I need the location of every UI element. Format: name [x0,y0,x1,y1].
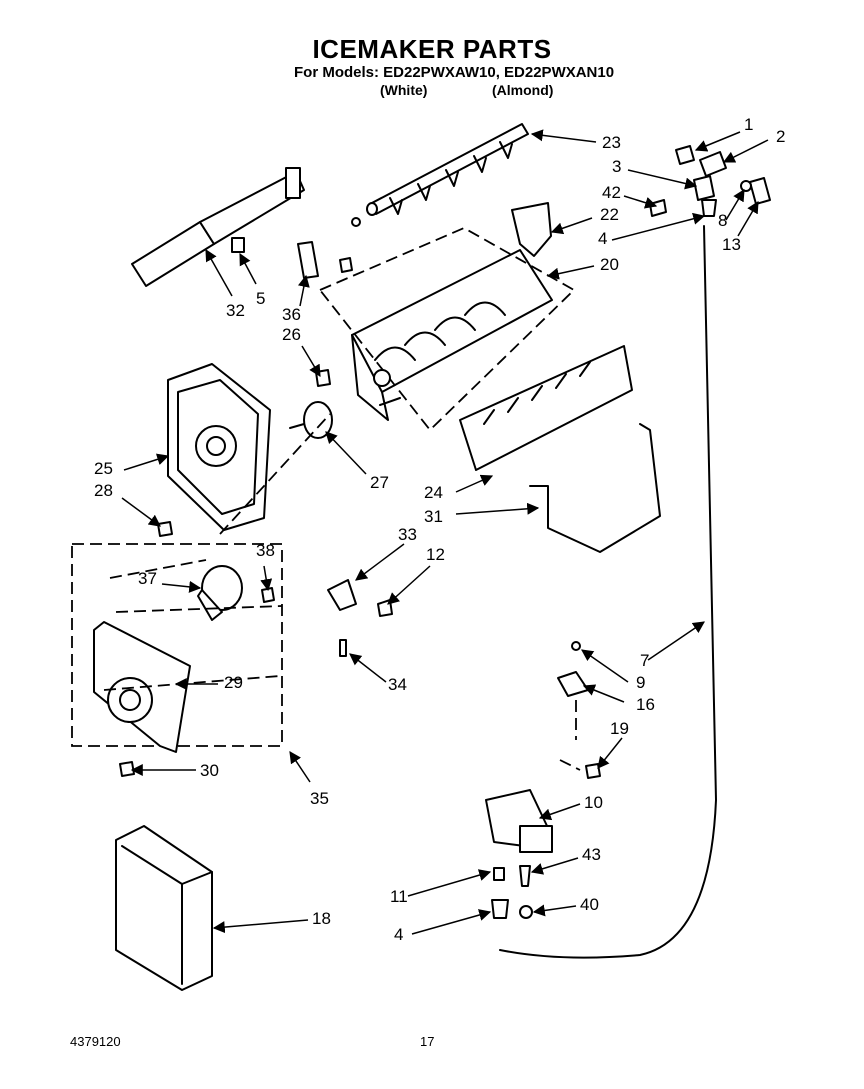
shutoff-arm-part [529,423,661,553]
callout-label: 43 [582,845,601,864]
callout-label: 22 [600,205,619,224]
fill-tube-part [499,225,717,959]
callout-label: 27 [370,473,389,492]
page-title: ICEMAKER PARTS [312,34,552,64]
callout-label: 33 [398,525,417,544]
callout-label: 35 [310,789,329,808]
callout-label: 9 [636,673,645,692]
mounting-bracket-part [297,241,319,279]
callout-label: 29 [224,673,243,692]
callout-label: 1 [744,115,753,134]
dash-guides [103,413,581,771]
callout-label: 30 [200,761,219,780]
callout-label: 5 [256,289,265,308]
callout-label: 4 [394,925,403,944]
callout-label: 40 [580,895,599,914]
callout-label: 4 [598,229,607,248]
insulation-block-part [115,825,213,991]
stripper-part [459,345,633,471]
callout-label: 42 [602,183,621,202]
callout-label: 10 [584,793,603,812]
models-line: For Models: ED22PWXAW10, ED22PWXAN10 [294,64,615,81]
callout-label: 36 [282,305,301,324]
callout-label: 34 [388,675,407,694]
motor-part [197,565,243,621]
callout-label: 28 [94,481,113,500]
callout-label: 37 [138,569,157,588]
clamp-bracket-part [327,579,357,611]
callout-label: 18 [312,909,331,928]
ice-ejector-part [366,123,529,216]
callout-label: 7 [640,651,649,670]
callout-label: 16 [636,695,655,714]
mold-assembly-part [318,226,576,432]
tube-clip-part [557,671,589,697]
callout-label: 11 [390,887,408,906]
wire-harness-part [131,167,305,287]
motor-kit-box [71,543,283,747]
callout-label: 8 [718,211,727,230]
callout-label: 32 [226,301,245,320]
callout-label: 3 [612,157,621,176]
callout-label: 12 [426,545,445,564]
callout-label: 25 [94,459,113,478]
callout-label: 38 [256,541,275,560]
callout-label: 2 [776,127,785,146]
fasteners [119,145,771,919]
callout-label: 19 [610,719,629,738]
document-number: 4379120 [70,1034,121,1049]
thermostat-part [289,401,333,439]
callout-label: 23 [602,133,621,152]
page-number: 17 [420,1034,435,1049]
callout-label: 26 [282,325,301,344]
callout-label: 31 [424,507,443,526]
callout-label: 24 [424,483,443,502]
color-label-white: (White) [380,82,428,98]
motor-housing-part [167,363,271,531]
callout-label: 20 [600,255,619,274]
callout-label: 13 [722,235,741,254]
water-valve-part [485,789,553,853]
color-label-almond: (Almond) [492,82,554,98]
leader-lines [121,129,769,935]
fill-cup-part [511,202,552,257]
